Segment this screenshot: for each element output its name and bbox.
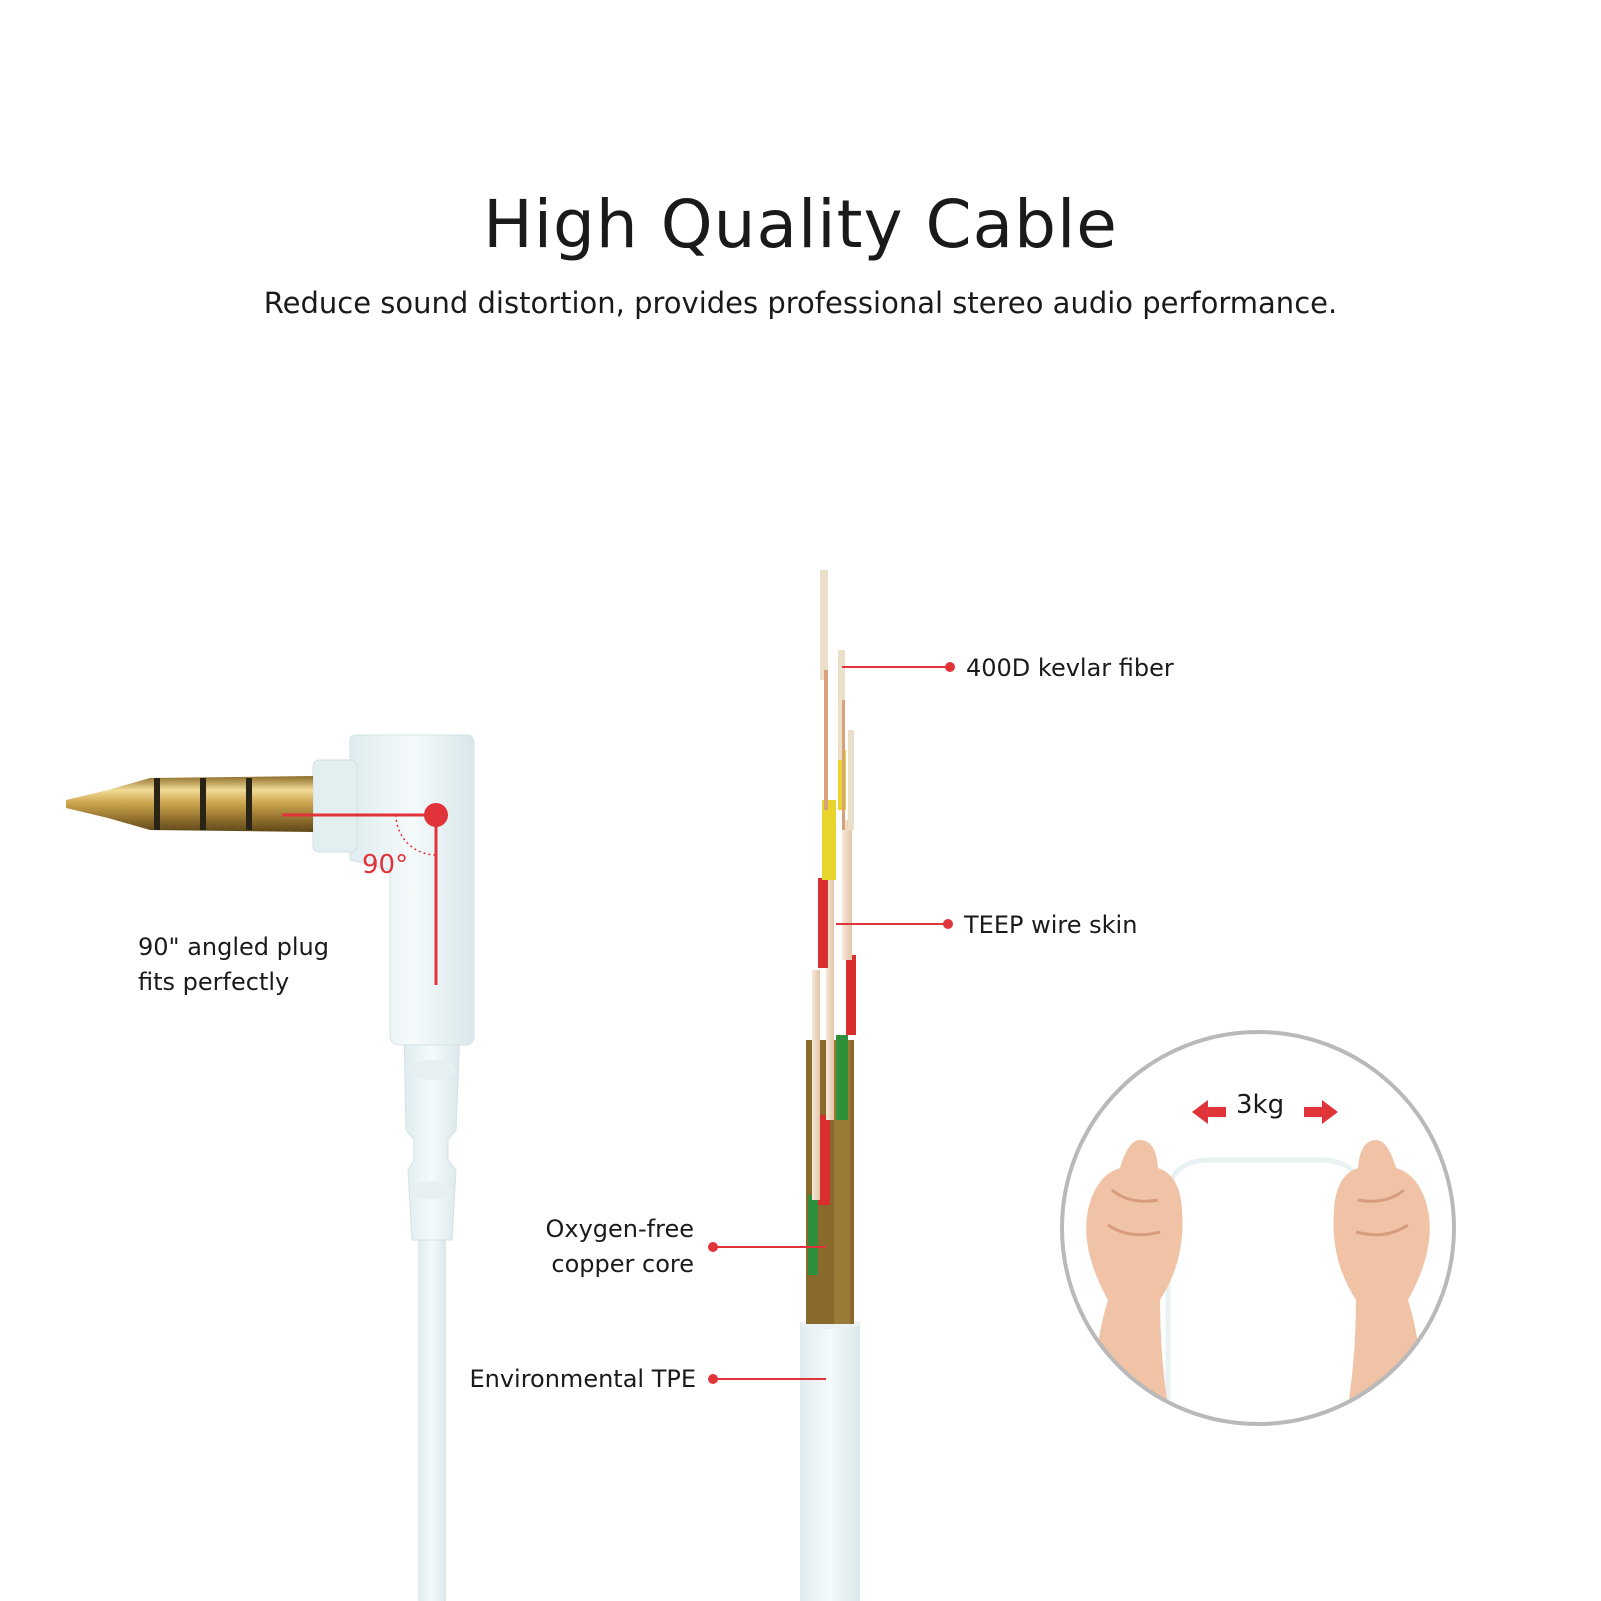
plug-collar: [312, 759, 358, 853]
plug-pin: [66, 776, 313, 832]
angle-label: 90°: [362, 850, 409, 880]
arrow-left-icon: [1192, 1100, 1226, 1124]
page-title: High Quality Cable: [483, 186, 1118, 263]
angled-plug: [66, 734, 475, 1601]
plug-caption-line1: 90" angled plug: [138, 933, 330, 961]
pin-ring-2: [200, 778, 206, 830]
kevlar-dot: [945, 662, 955, 672]
kevlar-label: 400D kevlar fiber: [966, 654, 1174, 682]
plug-caption: 90" angled plug fits perfectly: [138, 930, 329, 1000]
tpe-jacket: [800, 1322, 860, 1601]
copper-dot: [708, 1242, 718, 1252]
plug-caption-line2: fits perfectly: [138, 968, 290, 996]
tpe-dot: [708, 1374, 718, 1384]
strength-test: [1060, 1030, 1456, 1426]
arrow-right-icon: [1304, 1100, 1338, 1124]
teep-dot: [943, 919, 953, 929]
force-label: 3kg: [1236, 1090, 1285, 1120]
teep-label: TEEP wire skin: [964, 911, 1138, 939]
plug-cable: [418, 1220, 446, 1601]
tpe-label: Environmental TPE: [469, 1365, 696, 1393]
left-hand: [1086, 1140, 1183, 1420]
copper-label: Oxygen-free copper core: [494, 1212, 695, 1282]
page-subtitle: Reduce sound distortion, provides profes…: [263, 286, 1338, 320]
copper-label-line1: Oxygen-free: [545, 1215, 695, 1243]
copper-label-line2: copper core: [551, 1250, 694, 1278]
cable-cross-section: [708, 570, 955, 1601]
plug-housing: [349, 734, 475, 1046]
pin-ring-1: [154, 778, 160, 830]
angle-vertex-dot: [424, 803, 448, 827]
pin-ring-3: [246, 778, 252, 830]
right-hand: [1333, 1140, 1430, 1420]
test-circle-border: [1060, 1030, 1456, 1426]
